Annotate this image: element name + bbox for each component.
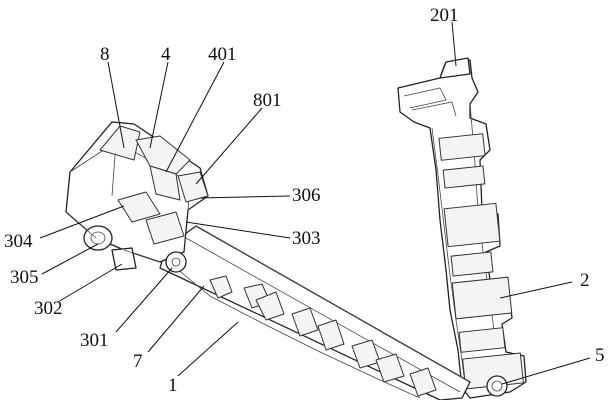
label-301: 301: [80, 330, 109, 351]
label-2: 2: [580, 270, 590, 291]
right-arm-part-2: [397, 57, 527, 399]
label-801: 801: [253, 90, 282, 111]
label-201: 201: [430, 5, 459, 26]
label-302: 302: [34, 298, 63, 319]
label-7: 7: [133, 351, 143, 372]
label-306: 306: [292, 185, 321, 206]
head-assembly: [65, 121, 209, 273]
label-305: 305: [10, 267, 39, 288]
label-304: 304: [4, 231, 33, 252]
label-4: 4: [161, 44, 171, 65]
left-arm-part-1: [159, 225, 471, 400]
label-5: 5: [595, 345, 605, 366]
label-8: 8: [100, 44, 110, 65]
label-401: 401: [208, 44, 237, 65]
callout-labels: 201 8 4 401 801 306 304 303 305 302 2 30…: [4, 5, 605, 396]
label-1: 1: [168, 375, 178, 396]
leader-lines: [39, 21, 591, 385]
label-303: 303: [292, 228, 321, 249]
